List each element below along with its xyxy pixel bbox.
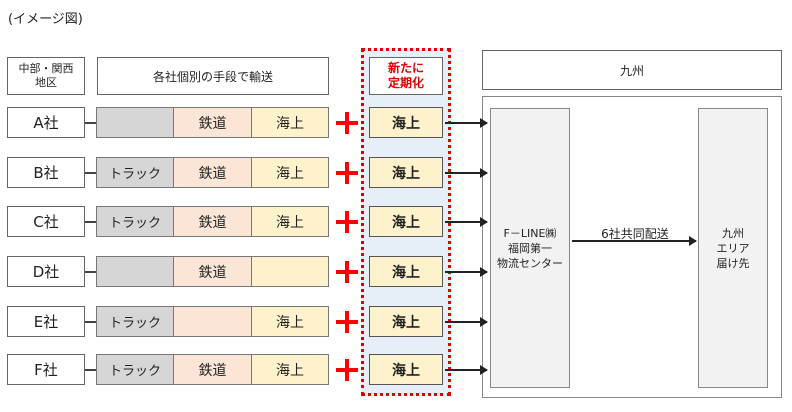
header-individual-means: 各社個別の手段で輸送 [97, 57, 329, 95]
center-line3: 物流センター [497, 256, 563, 270]
plus-icon [336, 359, 358, 381]
company-box: B社 [7, 157, 85, 188]
connector-line [85, 271, 96, 273]
header-region: 中部・関西 地区 [7, 57, 85, 95]
header-new-line1: 新たに [387, 61, 424, 75]
rail-segment: 鉄道 [174, 354, 252, 385]
sea-segment: 海上 [252, 306, 329, 337]
rail-segment: 鉄道 [174, 157, 252, 188]
truck-segment [96, 256, 174, 287]
sea-segment: 海上 [252, 354, 329, 385]
arrow-to-center [445, 365, 488, 375]
header-new-regular: 新たに 定期化 [369, 57, 443, 95]
destination-line3: 届け先 [716, 256, 750, 270]
header-region-line1: 中部・関西 [18, 62, 74, 75]
header-new-line2: 定期化 [387, 76, 424, 90]
center-line1: F－LINE㈱ [503, 226, 557, 240]
arrow-to-center [445, 317, 488, 327]
plus-icon [336, 162, 358, 184]
new-sea-box: 海上 [369, 107, 443, 138]
rail-segment: 鉄道 [174, 107, 252, 138]
truck-segment: トラック [96, 206, 174, 237]
new-sea-box: 海上 [369, 256, 443, 287]
destination-line1: 九州 [722, 226, 744, 240]
company-box: A社 [7, 107, 85, 138]
arrow-to-center [445, 118, 488, 128]
arrow-to-center [445, 267, 488, 277]
plus-icon [336, 261, 358, 283]
distribution-center-box: F－LINE㈱ 福岡第一 物流センター [490, 108, 570, 388]
arrow-to-center [445, 168, 488, 178]
joint-delivery-arrow [572, 236, 697, 246]
connector-line [85, 369, 96, 371]
header-region-line2: 地区 [35, 76, 57, 89]
truck-segment: トラック [96, 306, 174, 337]
company-box: F社 [7, 354, 85, 385]
sea-segment: 海上 [252, 107, 329, 138]
rail-segment: 鉄道 [174, 256, 252, 287]
company-box: D社 [7, 256, 85, 287]
sea-segment: 海上 [252, 206, 329, 237]
figure-caption: (イメージ図) [8, 12, 83, 27]
new-sea-box: 海上 [369, 206, 443, 237]
header-kyushu: 九州 [482, 50, 782, 90]
truck-segment [96, 107, 174, 138]
connector-line [85, 221, 96, 223]
company-box: E社 [7, 306, 85, 337]
connector-line [85, 122, 96, 124]
plus-icon [336, 311, 358, 333]
destination-line2: エリア [716, 241, 750, 255]
arrow-to-center [445, 217, 488, 227]
connector-line [85, 172, 96, 174]
connector-line [85, 321, 96, 323]
sea-segment [252, 256, 329, 287]
joint-delivery-label: 6社共同配送 [601, 227, 669, 241]
sea-segment: 海上 [252, 157, 329, 188]
new-sea-box: 海上 [369, 306, 443, 337]
new-sea-box: 海上 [369, 157, 443, 188]
plus-icon [336, 211, 358, 233]
rail-segment [174, 306, 252, 337]
new-sea-box: 海上 [369, 354, 443, 385]
rail-segment: 鉄道 [174, 206, 252, 237]
company-box: C社 [7, 206, 85, 237]
center-line2: 福岡第一 [508, 241, 552, 255]
truck-segment: トラック [96, 157, 174, 188]
plus-icon [336, 112, 358, 134]
destination-box: 九州 エリア 届け先 [698, 108, 768, 388]
truck-segment: トラック [96, 354, 174, 385]
